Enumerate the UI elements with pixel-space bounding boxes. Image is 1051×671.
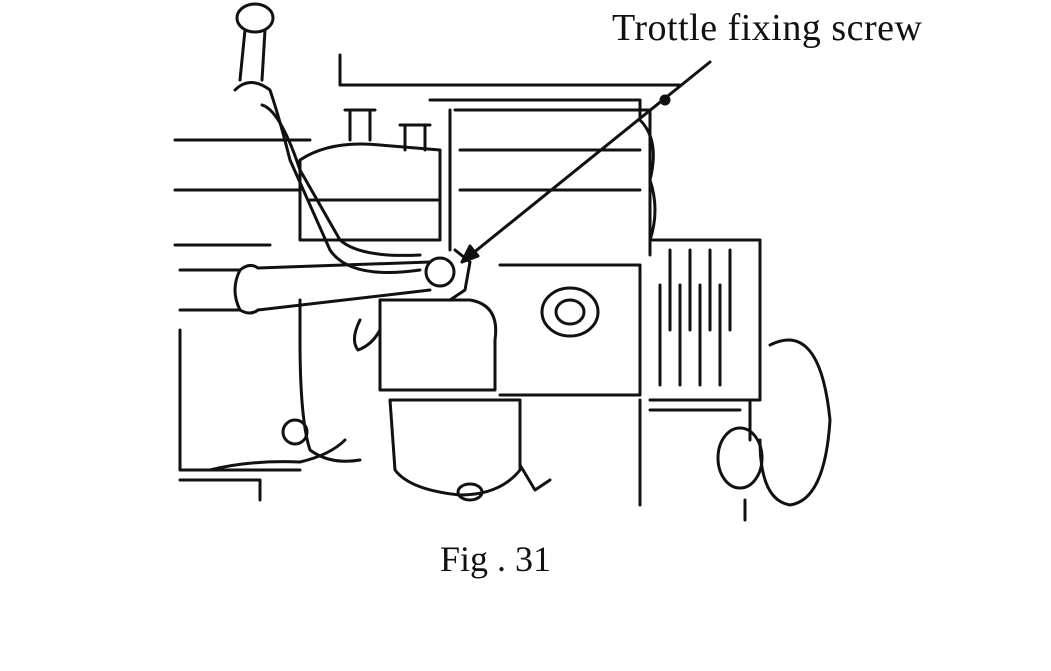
callout-label: Trottle fixing screw (612, 7, 923, 49)
figure-caption: Fig . 31 (440, 539, 552, 579)
carburetor (208, 248, 642, 502)
cooling-fins (638, 238, 832, 522)
choke-lever (233, 2, 422, 274)
callout-leader (460, 60, 712, 264)
screwdriver (178, 260, 432, 315)
throttle-fixing-screw (424, 256, 456, 288)
engine-body (173, 53, 682, 502)
